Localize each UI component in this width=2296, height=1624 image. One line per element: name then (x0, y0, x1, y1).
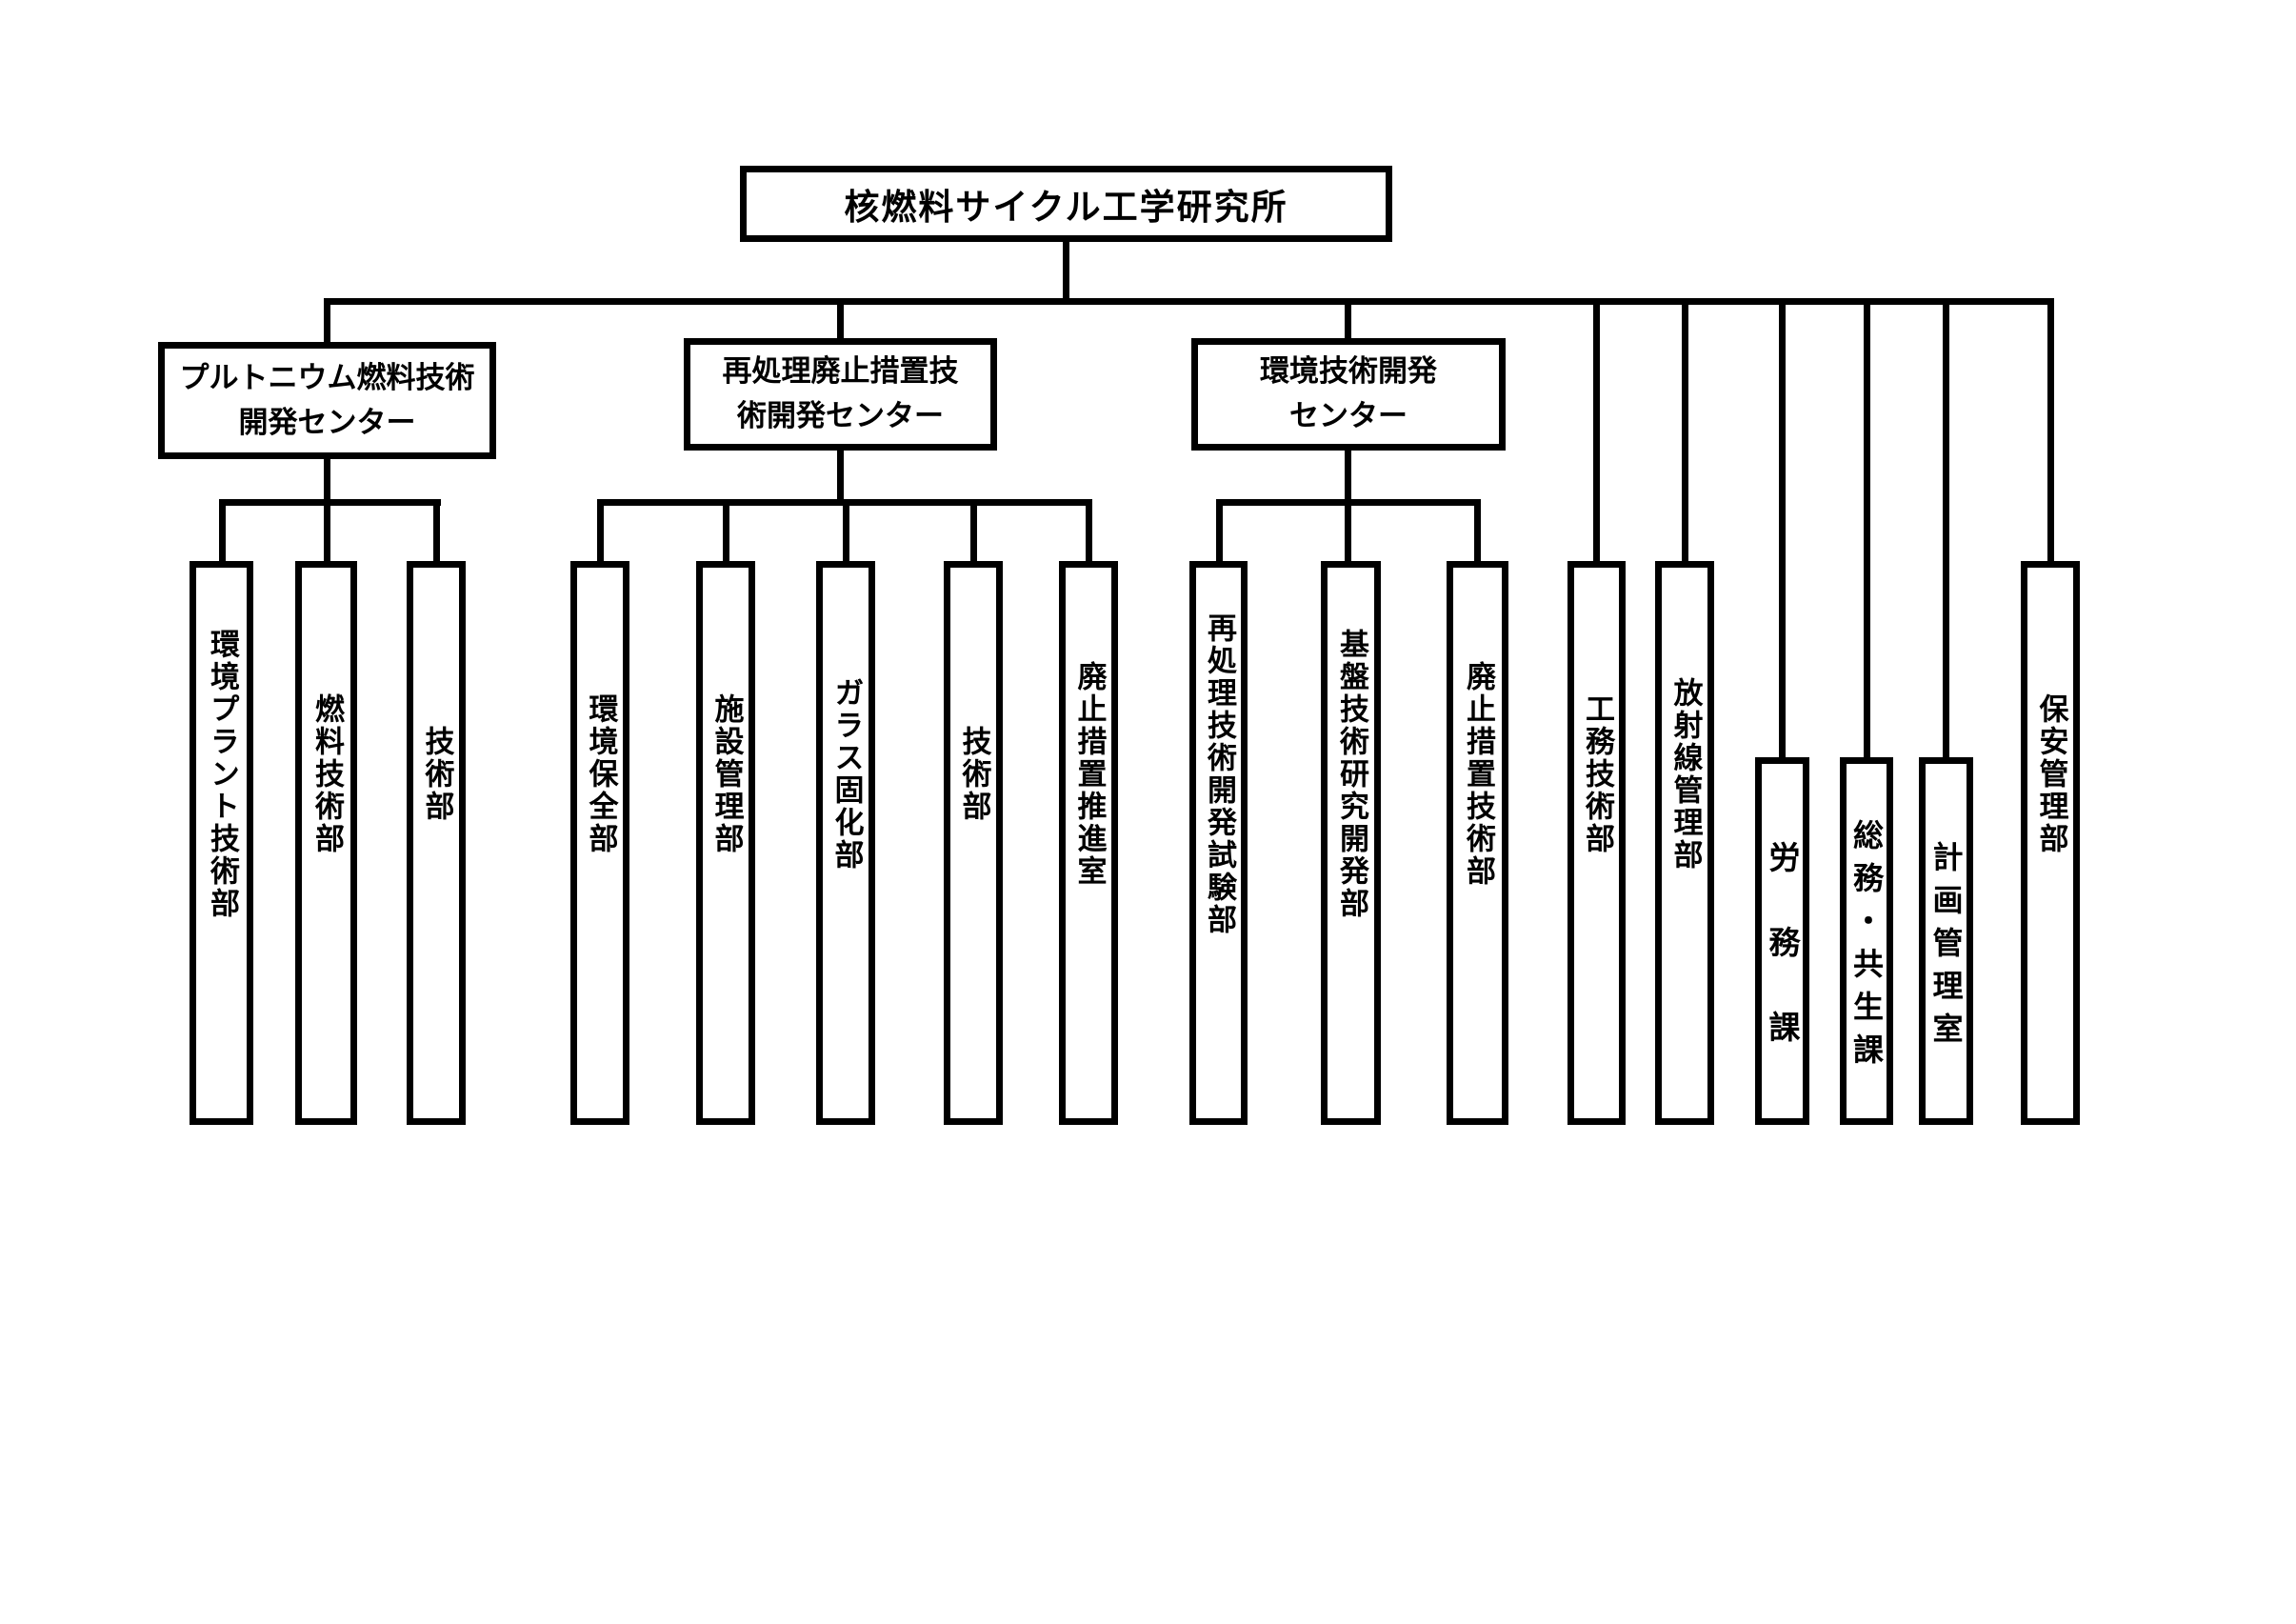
dept-box-koumu-gijutsu: 工務技術部 (1567, 561, 1626, 1125)
connector-g1-drop1 (219, 499, 226, 567)
connector-g3-drop3 (1474, 499, 1481, 567)
dept-box-kankyo-hozen: 環境保全部 (570, 561, 629, 1125)
dept-label: ガラス固化部 (829, 677, 864, 872)
dept-label: 廃止措置推進室 (1071, 661, 1107, 888)
center-box-plutonium: プルトニウム燃料技術 開発センター (158, 342, 496, 459)
dept-box-kiban-gijutsu-kenkyu: 基盤技術研究開発部 (1321, 561, 1381, 1125)
dept-label: 計画管理室 (1927, 840, 1965, 1055)
connector-g2-drop1 (597, 499, 604, 567)
dept-label: 施設管理部 (709, 693, 744, 855)
dept-label: 保安管理部 (2033, 693, 2068, 855)
dept-box-haishi-sochi-suishin: 廃止措置推進室 (1059, 561, 1118, 1125)
dept-box-kankyo-plant-gijutsu: 環境プラント技術部 (190, 561, 253, 1125)
dept-label: 環境プラント技術部 (205, 629, 239, 920)
connector-g1-drop3 (433, 499, 440, 567)
connector-g2-drop2 (723, 499, 729, 567)
connector-g2-drop4 (970, 499, 977, 567)
dept-box-soumu-kyousei-ka: 総務・共生課 (1840, 757, 1893, 1125)
dept-label: 技術部 (956, 726, 991, 823)
dept-label: 放射線管理部 (1667, 677, 1703, 872)
dept-label: 再処理技術開発試験部 (1202, 612, 1236, 936)
dept-label: 環境保全部 (583, 693, 618, 855)
connector-drop-housha (1682, 298, 1688, 567)
center-label-plutonium: プルトニウム燃料技術 開発センター (179, 360, 475, 440)
dept-label: 労務課 (1764, 840, 1801, 1095)
center-box-environment: 環境技術開発 センター (1191, 338, 1506, 451)
dept-label: 燃料技術部 (309, 693, 344, 855)
dept-label: 基盤技術研究開発部 (1334, 629, 1368, 920)
connector-g2-drop5 (1086, 499, 1092, 567)
connector-g3-drop1 (1216, 499, 1223, 567)
dept-box-hoan-kanri: 保安管理部 (2021, 561, 2080, 1125)
dept-label: 総務・共生課 (1848, 819, 1885, 1076)
dept-box-haishi-sochi-gijutsu: 廃止措置技術部 (1447, 561, 1508, 1125)
connector-drop-center1 (324, 298, 330, 346)
connector-g2-stem (837, 450, 844, 506)
connector-drop-keikaku (1943, 298, 1949, 763)
connector-drop-hoan (2047, 298, 2054, 567)
connector-g3-stem (1345, 450, 1351, 506)
dept-box-shisetsu-kanri: 施設管理部 (696, 561, 755, 1125)
connector-drop-koumu (1593, 298, 1600, 567)
root-label: 核燃料サイクル工学研究所 (844, 187, 1288, 228)
dept-box-gijutsu-1: 技術部 (407, 561, 466, 1125)
connector-drop-roumu (1779, 298, 1786, 763)
dept-label: 技術部 (419, 726, 454, 823)
connector-drop-center2 (837, 298, 844, 342)
dept-box-gijutsu-2: 技術部 (944, 561, 1003, 1125)
dept-box-nenryo-gijutsu: 燃料技術部 (295, 561, 357, 1125)
dept-box-keikaku-kanri-shitsu: 計画管理室 (1919, 757, 1973, 1125)
dept-box-roumu-ka: 労務課 (1755, 757, 1809, 1125)
dept-label: 工務技術部 (1580, 693, 1614, 855)
center-label-reprocessing: 再処理廃止措置技 術開発センター (722, 354, 959, 433)
center-box-reprocessing: 再処理廃止措置技 術開発センター (684, 338, 997, 451)
dept-box-saishori-gijutsu-kaihatsu-shiken: 再処理技術開発試験部 (1189, 561, 1248, 1125)
connector-drop-center3 (1345, 298, 1351, 342)
connector-g3-drop2 (1345, 499, 1351, 567)
connector-root-drop (1063, 241, 1069, 305)
connector-g2-drop3 (843, 499, 849, 567)
connector-trunk (324, 298, 2054, 305)
root-box: 核燃料サイクル工学研究所 (740, 166, 1392, 242)
dept-box-houshasen-kanri: 放射線管理部 (1655, 561, 1714, 1125)
center-label-environment: 環境技術開発 センター (1260, 354, 1437, 433)
connector-drop-soumu (1864, 298, 1870, 763)
dept-label: 廃止措置技術部 (1461, 661, 1495, 888)
connector-g1-stem (324, 459, 330, 506)
connector-g1-drop2 (324, 499, 330, 567)
dept-box-glass-koka: ガラス固化部 (816, 561, 875, 1125)
